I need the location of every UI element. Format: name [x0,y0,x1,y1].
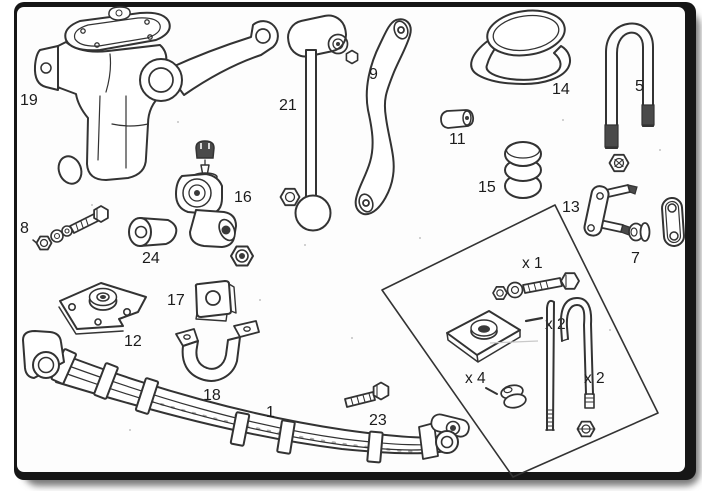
part-label-14: 14 [552,81,570,98]
part-label-16: 16 [234,189,252,206]
part-9-curved-arm [354,18,412,216]
part-12-mounting-plate [58,282,147,335]
part-label-13: 13 [562,199,580,216]
part-label-23: 23 [369,412,387,429]
part-label-17: 17 [167,292,185,309]
part-label-24: 24 [142,250,160,267]
part-label-18: 18 [203,387,221,404]
kit-label-x4: x 4 [465,370,486,387]
kit-leader-dash [524,316,544,323]
part-24-bushing [128,217,178,247]
part-19-steering-gearbox [33,6,279,185]
kit-nut [576,420,596,438]
part-label-7: 7 [631,250,640,267]
kit-box [381,204,659,478]
kit-rod-x2 [545,299,555,431]
part-23-bolt [344,381,390,408]
part-label-12: 12 [124,333,142,350]
part-label-15: 15 [478,179,496,196]
part-label-21: 21 [279,97,297,114]
part-label-9: 9 [369,66,378,83]
kit-label-x2-jbolt: x 2 [584,370,605,387]
part-16-nut [230,245,254,267]
part-18-u-bracket [175,320,260,382]
part-label-11: 11 [449,131,466,148]
part-label-8: 8 [20,220,29,237]
kit-label-x1: x 1 [522,255,543,272]
part-label-19: 19 [20,92,38,109]
kit-jbolt-x2 [559,297,595,409]
part-7-rivet-and-plate [628,197,685,247]
part-13-shackle [583,184,638,237]
part-1-leaf-spring [22,330,470,464]
part-21-link [279,14,359,232]
scan-speckles [91,119,661,431]
part-8-bolt-set [32,205,109,251]
part-16-tie-rod-end [175,140,237,248]
kit-clip-x4 [485,384,527,409]
part-label-5: 5 [635,78,644,95]
part-11-spacer [440,109,475,129]
part-15-bump-stop [504,141,542,199]
part-label-1: 1 [266,404,275,421]
part-5-u-bolt [604,22,655,149]
kit-plate [446,310,539,363]
kit-bolt-x1 [492,272,580,300]
kit-label-x2-rod: x 2 [545,316,566,333]
part-17-nut-plate [194,280,237,322]
part-14-spring-cap [470,9,571,85]
part-5-nut [608,153,630,173]
